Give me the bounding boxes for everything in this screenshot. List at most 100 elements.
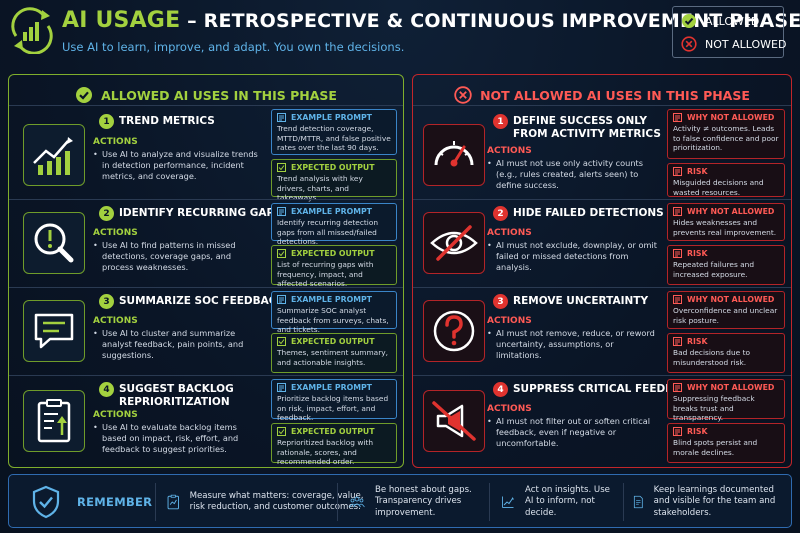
legend-allowed: ALLOWED — [681, 13, 759, 29]
why-icon — [673, 383, 682, 392]
not-allowed-panel: NOT ALLOWED AI USES IN THIS PHASE 1 DEFI… — [412, 74, 792, 468]
allowed-heading-text: ALLOWED AI USES IN THIS PHASE — [101, 87, 337, 103]
check-circle-icon — [682, 14, 696, 28]
why-icon — [673, 207, 682, 216]
item-title: IDENTIFY RECURRING GAPS — [119, 207, 282, 219]
why-not-allowed-card: WHY NOT ALLOWED Overconfidence and uncle… — [667, 291, 785, 329]
output-icon — [277, 427, 286, 436]
remember-bar: REMEMBER Measure what matters: coverage,… — [8, 474, 792, 528]
actions-label: ACTIONS — [93, 410, 138, 420]
divider — [337, 483, 338, 521]
output-text: Trend analysis with key drivers, charts,… — [277, 174, 363, 202]
risk-text: Repeated failures and increased exposure… — [673, 260, 755, 279]
ai-usage-logo-icon — [11, 7, 53, 54]
actions-label: ACTIONS — [487, 316, 532, 326]
prompt-icon — [277, 383, 286, 392]
item-title: SUMMARIZE SOC FEEDBACK — [119, 295, 285, 307]
remember-item-honest: Be honest about gaps. Transparency drive… — [349, 475, 499, 529]
remember-item-document: Keep learnings documented and visible fo… — [633, 475, 789, 529]
insight-chart-icon — [502, 496, 515, 508]
action-text: •AI must not remove, reduce, or reword u… — [487, 328, 655, 360]
actions-label: ACTIONS — [93, 316, 138, 326]
prompt-text: Trend detection coverage, MTTD/MTTR, and… — [277, 124, 391, 152]
divider — [155, 483, 156, 521]
question-icon — [423, 300, 485, 362]
risk-card: RISK Blind spots persist and morale decl… — [667, 423, 785, 463]
check-circle-icon — [76, 87, 93, 103]
output-icon — [277, 249, 286, 258]
example-prompt-card: EXAMPLE PROMPT Identify recurring detect… — [271, 203, 397, 246]
item-number: 3 — [493, 294, 508, 309]
item-title: REMOVE UNCERTAINTY — [513, 295, 649, 307]
remember-label: REMEMBER — [77, 495, 153, 509]
legend-allowed-label: ALLOWED — [705, 14, 760, 28]
x-circle-icon — [681, 36, 697, 52]
action-text: •Use AI to find patterns in missed detec… — [93, 240, 236, 272]
trend-chart-icon — [23, 124, 85, 186]
expected-output-card: EXPECTED OUTPUT Trend analysis with key … — [271, 159, 397, 202]
why-text: Overconfidence and unclear risk posture. — [673, 306, 778, 325]
output-text: List of recurring gaps with frequency, i… — [277, 260, 374, 288]
remember-text: Keep learnings documented and visible fo… — [653, 484, 776, 518]
clipboard-priority-icon — [23, 390, 85, 452]
action-text: •AI must not exclude, downplay, or omit … — [487, 240, 657, 272]
item-title: SUPPRESS CRITICAL FEEDBACK — [513, 383, 698, 395]
risk-card: RISK Bad decisions due to misunderstood … — [667, 333, 785, 373]
action-text: •Use AI to analyze and visualize trends … — [93, 149, 258, 181]
expected-output-card: EXPECTED OUTPUT Reprioritized backlog wi… — [271, 423, 397, 466]
remember-heading: REMEMBER — [31, 475, 152, 529]
item-number: 3 — [99, 294, 114, 309]
item-number: 4 — [99, 382, 114, 397]
actions-label: ACTIONS — [487, 404, 532, 414]
gauge-icon — [423, 124, 485, 186]
item-title: TREND METRICS — [119, 115, 215, 127]
output-icon — [277, 163, 286, 172]
actions-label: ACTIONS — [93, 137, 138, 147]
action-text: •AI must not use only activity counts (e… — [487, 158, 644, 190]
why-text: Suppressing feedback breaks trust and tr… — [673, 394, 755, 422]
why-text: Activity ≠ outcomes. Leads to false conf… — [673, 124, 779, 152]
remember-text: Measure what matters: coverage, value, r… — [189, 490, 364, 513]
why-not-allowed-card: WHY NOT ALLOWED Activity ≠ outcomes. Lea… — [667, 109, 785, 159]
actions-label: ACTIONS — [487, 146, 532, 156]
page-title: AI USAGE – RETROSPECTIVE & CONTINUOUS IM… — [62, 8, 800, 33]
prompt-text: Prioritize backlog items based on risk, … — [277, 394, 389, 422]
action-text: •Use AI to cluster and summarize analyst… — [93, 328, 244, 360]
item-number: 1 — [99, 114, 114, 129]
not-allowed-heading-text: NOT ALLOWED AI USES IN THIS PHASE — [480, 87, 750, 103]
item-title: HIDE FAILED DETECTIONS — [513, 207, 664, 219]
remember-item-act: Act on insights. Use AI to inform, not d… — [501, 475, 621, 529]
risk-text: Blind spots persist and morale declines. — [673, 438, 758, 457]
page-subtitle: Use AI to learn, improve, and adapt. You… — [62, 40, 405, 54]
remember-item-measure: Measure what matters: coverage, value, r… — [167, 475, 372, 529]
expected-output-card: EXPECTED OUTPUT List of recurring gaps w… — [271, 245, 397, 288]
prompt-icon — [277, 113, 286, 122]
not-allowed-item-remove-uncertainty: 3 REMOVE UNCERTAINTY ACTIONS •AI must no… — [413, 287, 791, 375]
divider — [489, 483, 490, 521]
team-icon — [349, 496, 365, 508]
eye-slash-icon — [423, 212, 485, 274]
risk-icon — [673, 167, 682, 176]
output-text: Themes, sentiment summary, and actionabl… — [277, 348, 388, 367]
risk-text: Misguided decisions and wasted resources… — [673, 178, 764, 197]
why-text: Hides weaknesses and prevents real impro… — [673, 218, 777, 237]
allowed-item-recurring-gaps: 2 IDENTIFY RECURRING GAPS ACTIONS •Use A… — [9, 199, 403, 288]
example-prompt-card: EXAMPLE PROMPT Summarize SOC analyst fee… — [271, 291, 397, 334]
allowed-item-trend-metrics: 1 TREND METRICS ACTIONS •Use AI to analy… — [9, 105, 403, 202]
actions-label: ACTIONS — [93, 228, 138, 238]
x-circle-icon — [454, 86, 472, 104]
why-icon — [673, 113, 682, 122]
why-not-allowed-card: WHY NOT ALLOWED Suppressing feedback bre… — [667, 379, 785, 422]
example-prompt-card: EXAMPLE PROMPT Trend detection coverage,… — [271, 109, 397, 155]
legend-not-allowed: NOT ALLOWED — [681, 36, 786, 52]
actions-label: ACTIONS — [487, 228, 532, 238]
title-highlight: AI USAGE — [62, 8, 181, 33]
output-icon — [277, 337, 286, 346]
risk-text: Bad decisions due to misunderstood risk. — [673, 348, 750, 367]
item-number: 2 — [493, 206, 508, 221]
item-number: 1 — [493, 114, 508, 129]
